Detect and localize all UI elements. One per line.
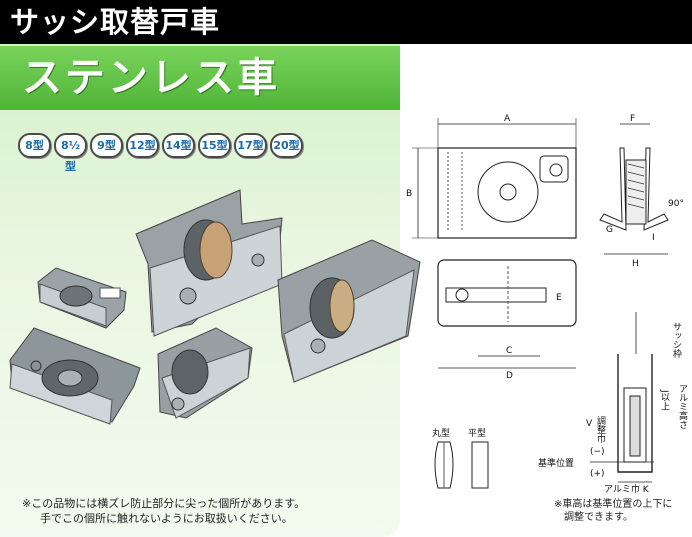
plus-label: (+) <box>590 469 605 479</box>
reference-position-label: 基準位置 <box>538 457 574 469</box>
dim-label-d: D <box>506 371 513 381</box>
type-badge-9: 9型 <box>90 133 123 158</box>
install-section: サッシ枠 アルミ高さ J以上 調整巾 V (−) (+) 基準位置 アルミ巾 K <box>538 312 688 495</box>
height-adjust-note-line2: 調整できます。 <box>564 512 633 523</box>
size-type-list: 8型 8½型 9型 12型 14型 15型 17型 20型 <box>18 133 303 173</box>
type-badge-15: 15型 <box>198 133 231 158</box>
adjust-width-label: 調整巾 <box>595 415 606 444</box>
alumi-height-label: アルミ高さ <box>677 384 688 429</box>
product-photo-medium <box>157 327 253 419</box>
alumi-width-label: アルミ巾 K <box>604 483 650 495</box>
dim-label-h: H <box>632 259 639 269</box>
type-badge-8-half: 8½型 <box>54 133 87 173</box>
dim-label-b: B <box>406 189 412 199</box>
dim-label-f: F <box>630 114 635 124</box>
type-badge-12: 12型 <box>126 133 159 158</box>
type-badge-8: 8型 <box>18 133 51 158</box>
wheel-profiles: 丸型 平型 <box>432 427 489 489</box>
page-title: サッシ取替戸車 <box>0 0 692 44</box>
dim-label-c: C <box>506 346 512 356</box>
type-badge-20: 20型 <box>270 133 303 158</box>
height-adjust-note-line1: ※車高は基準位置の上下に <box>554 499 673 510</box>
v-label: V <box>586 419 593 429</box>
height-adjust-note: ※車高は基準位置の上下に 調整できます。 <box>554 498 672 524</box>
caution-note-line2: 手でこの個所に触れないようにお取扱いください。 <box>40 512 293 525</box>
dim-label-g: G <box>606 225 613 235</box>
caution-note: ※この品物には横ズレ防止部分に尖った個所があります。 手でこの個所に触れないよう… <box>22 496 305 526</box>
product-photo-small-2 <box>9 327 141 425</box>
product-photo-right <box>277 239 421 383</box>
dim-label-a: A <box>504 114 511 124</box>
sash-frame-label: サッシ枠 <box>671 322 682 359</box>
bottom-view: C D E <box>437 259 577 381</box>
dim-label-i: I <box>652 233 655 243</box>
j-label: J以上 <box>659 389 670 411</box>
product-photo-large <box>135 189 283 337</box>
maru-type-label: 丸型 <box>432 427 450 439</box>
front-view: A B <box>406 114 577 239</box>
caution-note-line1: ※この品物には横ズレ防止部分に尖った個所があります。 <box>22 497 306 510</box>
technical-drawing: A B F H G I 90° C D E 丸型 平型 <box>406 114 688 495</box>
product-photo-small-1 <box>37 267 127 329</box>
side-view: F H G I 90° <box>599 114 684 269</box>
type-badge-17: 17型 <box>234 133 267 158</box>
hira-type-label: 平型 <box>468 428 486 439</box>
product-subtitle: ステンレス車 <box>0 46 400 110</box>
dim-label-e: E <box>556 293 562 303</box>
angle-label: 90° <box>668 199 684 209</box>
type-badge-14: 14型 <box>162 133 195 158</box>
minus-label: (−) <box>590 447 605 457</box>
